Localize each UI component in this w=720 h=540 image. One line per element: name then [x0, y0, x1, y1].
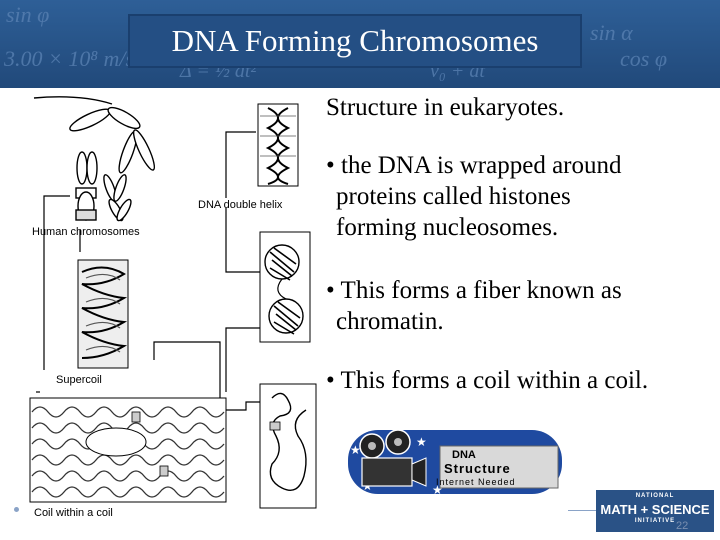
slide-title: DNA Forming Chromosomes: [171, 23, 539, 58]
video-badge-graphic: ★ ★ ★ ★ DNA Structure Internet Needed: [348, 429, 562, 497]
bullet-item-chromatin: • This forms a fiber known as chromatin.: [326, 275, 622, 337]
logo-line: INITIATIVE: [634, 518, 676, 524]
label-dna-double-helix: DNA double helix: [198, 199, 283, 211]
background-equation: cos φ: [620, 46, 667, 71]
logo-line: NATIONAL: [635, 493, 675, 499]
label-supercoil: Supercoil: [56, 374, 102, 386]
bullet-heading: Structure in eukaryotes.: [326, 94, 565, 121]
bullet-line: forming nucleosomes.: [336, 214, 559, 241]
bullet-line: • This forms a fiber known as: [326, 277, 622, 304]
title-box: DNA Forming Chromosomes: [128, 14, 582, 68]
divider: [568, 510, 596, 511]
coil-within-coil-illustration: [29, 397, 227, 503]
film-camera-icon: [359, 429, 427, 487]
label-coil-within-coil: Coil within a coil: [34, 507, 113, 519]
slide-number: 22: [676, 520, 689, 532]
background-equation: 3.00 × 10⁸ m/s: [4, 46, 135, 71]
label-human-chromosomes: Human chromosomes: [32, 226, 140, 238]
decorative-dot: [14, 507, 19, 512]
bullet-line: • the DNA is wrapped around: [326, 152, 622, 179]
dna-helix-illustration: [257, 103, 299, 187]
background-equation: sin α: [590, 20, 633, 45]
chromosome-diagram-svg: Human chromosomes DNA double helix Super…: [29, 96, 317, 519]
connector-lines: [36, 131, 260, 412]
bullet-line: proteins called histones: [336, 183, 571, 210]
bullet-item-dna-wrapped: • the DNA is wrapped around proteins cal…: [326, 150, 622, 243]
supercoil-illustration: [77, 259, 129, 369]
nmsi-logo: NATIONAL MATH + SCIENCE INITIATIVE: [596, 490, 714, 532]
bullet-line: chromatin.: [336, 308, 444, 335]
bullet-line: • This forms a coil within a coil.: [326, 367, 649, 394]
chromosome-diagram: Human chromosomes DNA double helix Super…: [20, 92, 320, 524]
video-link-badge[interactable]: ★ ★ ★ ★ DNA Structure Internet Needed: [340, 416, 570, 508]
chromatin-loops-illustration: [259, 383, 317, 509]
svg-text:★: ★: [350, 443, 361, 457]
logo-line: MATH + SCIENCE: [600, 502, 710, 517]
chromosomes-illustration: [33, 96, 156, 222]
nucleosome-illustration: [259, 231, 311, 343]
title-banner: sin φ 3.00 × 10⁸ m/s sin α cos φ Δ = ½ a…: [0, 0, 720, 88]
badge-line-structure: Structure: [444, 461, 511, 476]
badge-line-internet: Internet Needed: [436, 477, 516, 487]
bullet-item-coil: • This forms a coil within a coil.: [326, 365, 648, 396]
svg-text:★: ★: [432, 483, 443, 497]
background-equation: sin φ: [6, 2, 50, 27]
badge-line-dna: DNA: [452, 449, 476, 461]
svg-text:★: ★: [416, 435, 427, 449]
